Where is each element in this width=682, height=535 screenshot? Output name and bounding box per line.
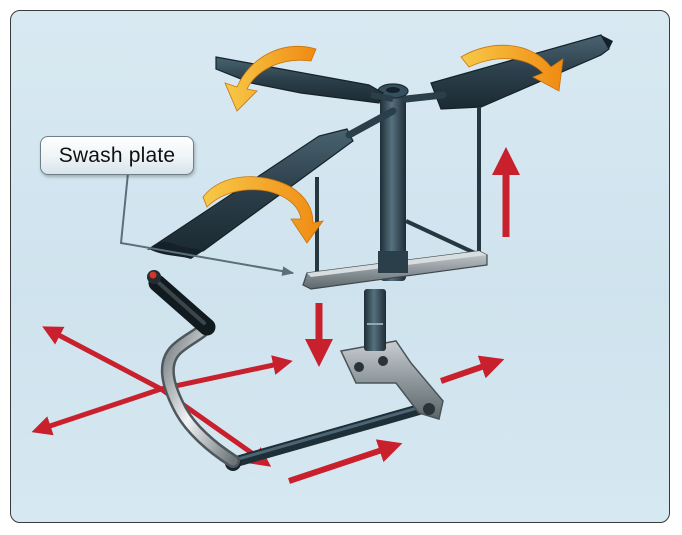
rod-motion-arrow: [288, 439, 403, 484]
swash-plate-label: Swash plate: [40, 136, 194, 175]
rotation-arrow-right: [460, 44, 564, 92]
pitch-motion-arrows: [305, 147, 520, 367]
swash-plate-label-text: Swash plate: [58, 143, 176, 167]
rotor-blade-right: [402, 34, 613, 110]
push-rod: [225, 403, 427, 469]
diagram-frame: Swash plate: [10, 10, 670, 523]
feathering-arrows: [202, 44, 564, 244]
rotation-arrow-rear-left: [224, 45, 317, 112]
cyclic-stick: [147, 270, 240, 468]
bellcrank-motion-arrow: [440, 355, 505, 384]
swash-plate: [302, 250, 488, 290]
cyclic-control-illustration: [31, 34, 613, 484]
arrow-forward-left: [42, 326, 163, 392]
rotation-arrow-front-left: [202, 176, 324, 244]
arrow-right: [160, 355, 293, 392]
trigger-button: [149, 271, 157, 279]
arrow-left: [31, 386, 162, 436]
control-linkage: [225, 403, 427, 484]
bellcrank: [339, 340, 505, 420]
lower-control-tube: [364, 289, 386, 351]
stick-motion-arrows: [31, 326, 293, 467]
swash-plate-leader-line: [119, 162, 295, 276]
